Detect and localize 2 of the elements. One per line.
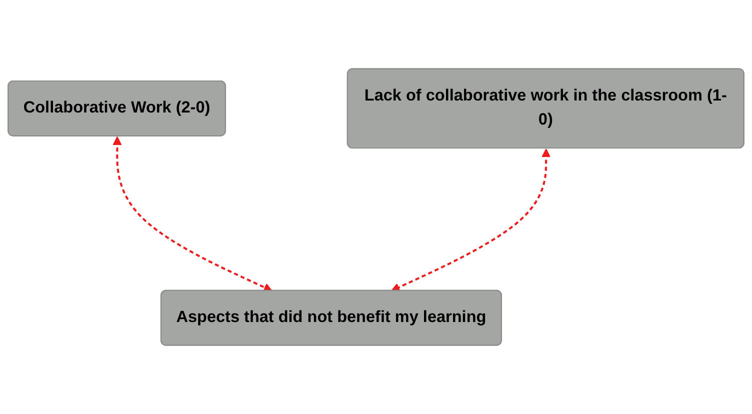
arrow <box>112 136 272 292</box>
arrow <box>391 148 551 292</box>
